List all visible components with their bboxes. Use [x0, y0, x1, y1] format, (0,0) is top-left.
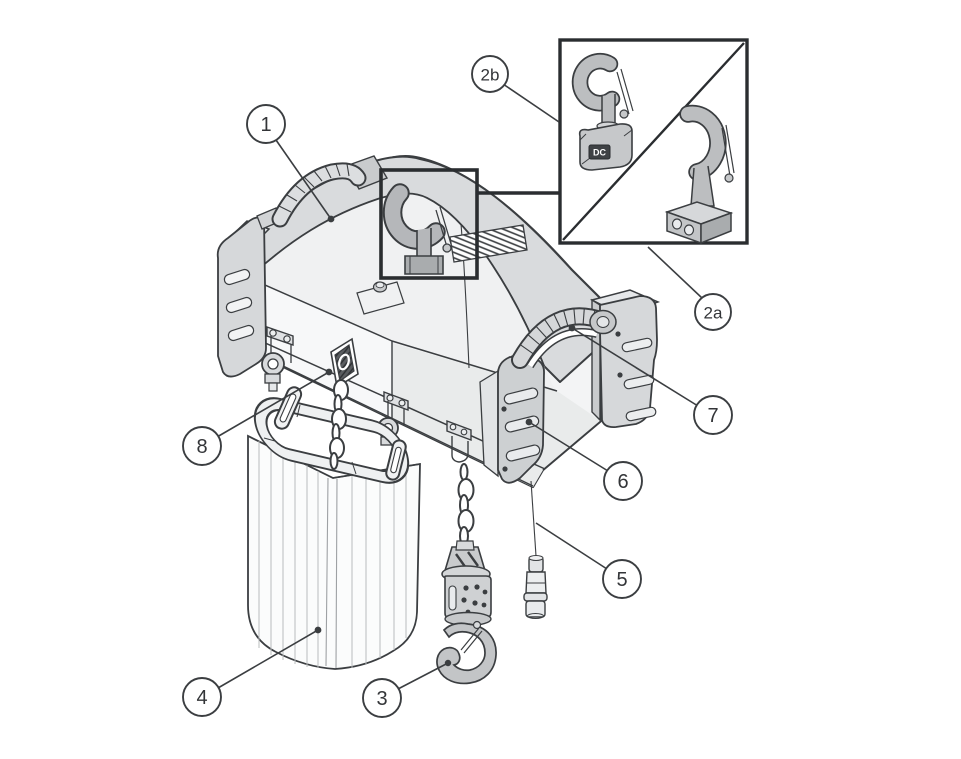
screw-icon: [617, 372, 623, 378]
top-suspension-hook: [382, 183, 452, 275]
svg-text:3: 3: [376, 688, 387, 710]
bottom-hook-block: [436, 540, 497, 685]
rear-bumper-slots: [621, 337, 657, 422]
callout-2b: 2b: [471, 55, 509, 93]
left-bumper: [216, 216, 271, 378]
callout-6: 6: [603, 461, 643, 501]
svg-text:6: 6: [617, 471, 628, 493]
callout-3: 3: [362, 678, 402, 718]
hook-variants-box: DC: [558, 38, 749, 245]
callout-1: 1: [246, 104, 286, 144]
svg-text:4: 4: [196, 687, 207, 709]
detail-frame-on-body: [379, 168, 479, 280]
load-chain-guide: [446, 419, 472, 463]
tube-joints: [263, 404, 357, 475]
suspension-link-left: [273, 386, 303, 430]
hook-2a: [664, 104, 735, 245]
body-arch-face: [249, 193, 557, 391]
left-bumper-slots: [223, 268, 255, 342]
bag-pleats: [258, 441, 407, 668]
bottom-hook-icon: [436, 620, 497, 685]
limit-stop: [523, 480, 548, 619]
grip-ribs: [278, 163, 350, 213]
callout-5: 5: [602, 559, 642, 599]
svg-text:2a: 2a: [704, 304, 723, 323]
suspension-link-right: [385, 439, 407, 481]
screw-icon: [502, 466, 508, 472]
body-bottom-right-edge: [542, 420, 602, 471]
callout-4: 4: [182, 677, 222, 717]
screw-icon: [501, 406, 507, 412]
svg-text:5: 5: [616, 569, 627, 591]
chain-anchor-left: [261, 326, 294, 392]
svg-text:1: 1: [260, 114, 271, 136]
callout-2a: 2a: [694, 293, 732, 331]
load-chain: [457, 463, 475, 546]
right-hand-grip: [511, 307, 617, 369]
screw-icon: [615, 331, 621, 337]
seam-arch-edge: [248, 192, 545, 367]
leader-lines: [216, 83, 703, 690]
slack-chain: [329, 379, 349, 470]
svg-text:7: 7: [707, 405, 718, 427]
hook-block-logo: DC: [593, 148, 606, 158]
chain-entry-window: [330, 337, 359, 389]
left-hand-grip: [256, 155, 389, 230]
control-recess: [356, 281, 405, 315]
hook-2b: DC: [571, 52, 634, 171]
callout-7: 7: [693, 395, 733, 435]
callout-8: 8: [182, 426, 222, 466]
svg-text:2b: 2b: [481, 66, 500, 85]
callouts: 1 2b 2a 7 6 5 8 4: [182, 55, 733, 718]
vent-grille: [449, 224, 528, 263]
svg-text:8: 8: [196, 436, 207, 458]
